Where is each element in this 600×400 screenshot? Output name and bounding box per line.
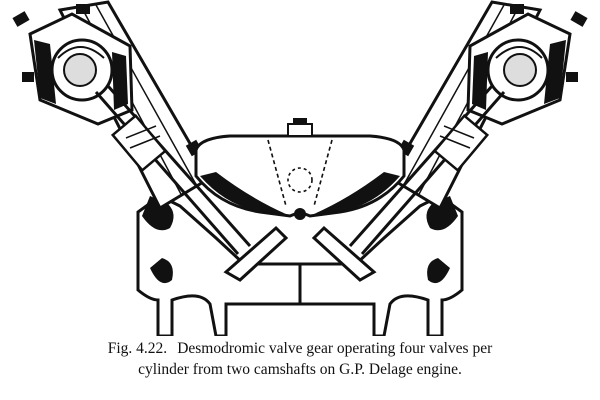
caption-line-1: Fig. 4.22. Desmodromic valve gear operati… — [0, 338, 600, 359]
figure-caption: Fig. 4.22. Desmodromic valve gear operati… — [0, 338, 600, 380]
caption-line-2: cylinder from two camshafts on G.P. Dela… — [138, 361, 462, 378]
engine-cross-section-diagram — [10, 0, 590, 336]
caption-text-1: Desmodromic valve gear operating four va… — [177, 340, 493, 357]
figure-label: Fig. 4.22. — [107, 340, 168, 357]
